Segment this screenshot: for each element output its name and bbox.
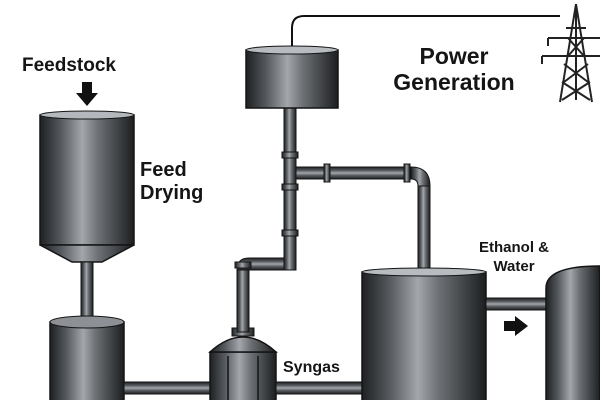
feedstock-label: Feedstock bbox=[22, 55, 116, 76]
power-wire bbox=[291, 15, 560, 50]
pipe-reactor-loop bbox=[295, 163, 431, 273]
ethanol-water-label-line2: Water bbox=[493, 258, 535, 275]
generator bbox=[245, 45, 339, 109]
gasifier-tank bbox=[49, 315, 125, 400]
syngas-label: Syngas bbox=[283, 359, 340, 376]
right-arrow-icon bbox=[504, 316, 528, 336]
ethanol-storage-tank bbox=[545, 265, 600, 400]
ethanol-water-label-line1: Ethanol & bbox=[479, 239, 549, 256]
pipe-gasifier-to-cleanup bbox=[123, 381, 215, 395]
pipe-syngas bbox=[275, 381, 367, 395]
feed-drying-label-line2: Drying bbox=[140, 182, 204, 204]
down-arrow-icon bbox=[76, 82, 98, 106]
feed-drying-tank bbox=[39, 110, 135, 325]
gas-cleanup-unit bbox=[208, 327, 278, 400]
power-generation-label-line1: Power bbox=[419, 43, 489, 69]
power-generation-label-line2: Generation bbox=[393, 69, 515, 95]
pipe-ethanol bbox=[485, 297, 547, 311]
power-tower-icon bbox=[541, 3, 600, 103]
reactor-tank bbox=[361, 267, 487, 400]
pipe-to-generator bbox=[234, 107, 299, 333]
feed-drying-label-line1: Feed bbox=[140, 159, 187, 181]
